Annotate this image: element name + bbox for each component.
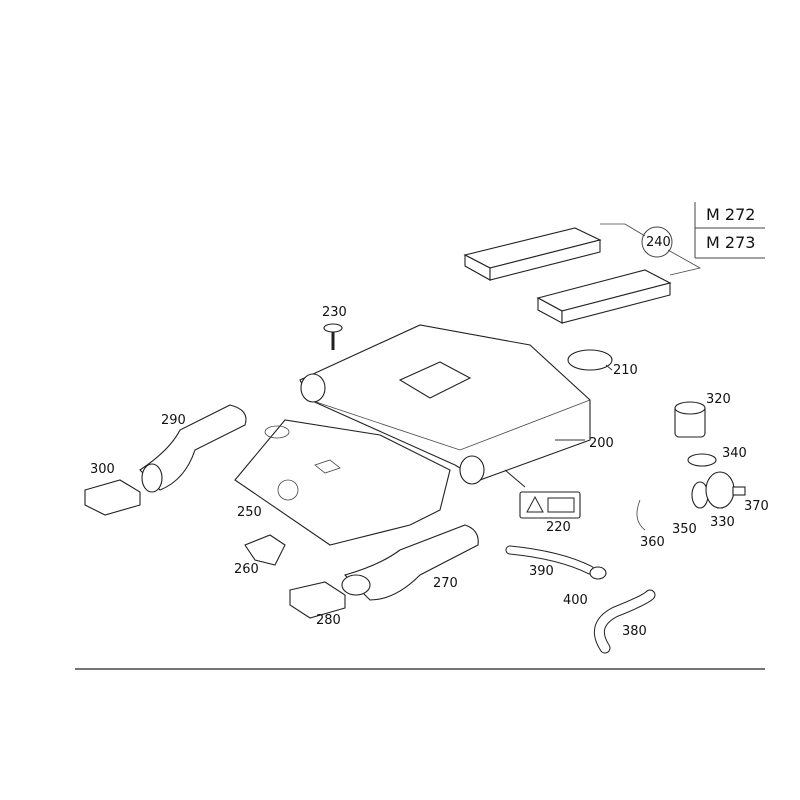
seal-ring-210 xyxy=(567,349,613,371)
callout-270[interactable]: 270 xyxy=(433,576,458,591)
callout-200[interactable]: 200 xyxy=(589,436,614,451)
clamp-400 xyxy=(589,566,607,580)
callout-250[interactable]: 250 xyxy=(237,505,262,520)
callout-300[interactable]: 300 xyxy=(90,462,115,477)
bracket-280 xyxy=(289,581,346,619)
throttle-part-330 xyxy=(705,471,735,509)
clip-360 xyxy=(636,499,646,531)
callout-330[interactable]: 330 xyxy=(710,515,735,530)
air-filter-element-240 xyxy=(463,227,672,324)
callout-370[interactable]: 370 xyxy=(744,499,769,514)
callout-circle-240 xyxy=(641,226,673,258)
callout-260[interactable]: 260 xyxy=(234,562,259,577)
intake-duct-290 xyxy=(139,404,247,493)
bracket-300 xyxy=(84,479,141,516)
plug-370 xyxy=(732,486,746,496)
callout-350[interactable]: 350 xyxy=(672,522,697,537)
callout-390[interactable]: 390 xyxy=(529,564,554,579)
callout-290[interactable]: 290 xyxy=(161,413,186,428)
callout-340[interactable]: 340 xyxy=(722,446,747,461)
screw-230 xyxy=(323,323,343,350)
seal-ring-340 xyxy=(687,453,717,467)
seal-ring-350 xyxy=(691,481,709,509)
engine-variant-table xyxy=(600,202,765,276)
bracket-260 xyxy=(244,534,286,566)
warning-label-220 xyxy=(504,469,581,519)
callout-380[interactable]: 380 xyxy=(622,624,647,639)
engine-cover-250 xyxy=(234,419,451,546)
callout-400[interactable]: 400 xyxy=(563,593,588,608)
air-mass-sensor-320 xyxy=(674,401,706,438)
engine-variant-m272: M 272 xyxy=(706,205,756,224)
callout-360[interactable]: 360 xyxy=(640,535,665,550)
callout-240[interactable]: 240 xyxy=(646,235,671,250)
callout-230[interactable]: 230 xyxy=(322,305,347,320)
engine-variant-m273: M 273 xyxy=(706,233,756,252)
intake-duct-270 xyxy=(341,524,479,601)
callout-280[interactable]: 280 xyxy=(316,613,341,628)
callout-320[interactable]: 320 xyxy=(706,392,731,407)
callout-220[interactable]: 220 xyxy=(546,520,571,535)
callout-210[interactable]: 210 xyxy=(613,363,638,378)
air-filter-housing-200 xyxy=(299,324,591,485)
